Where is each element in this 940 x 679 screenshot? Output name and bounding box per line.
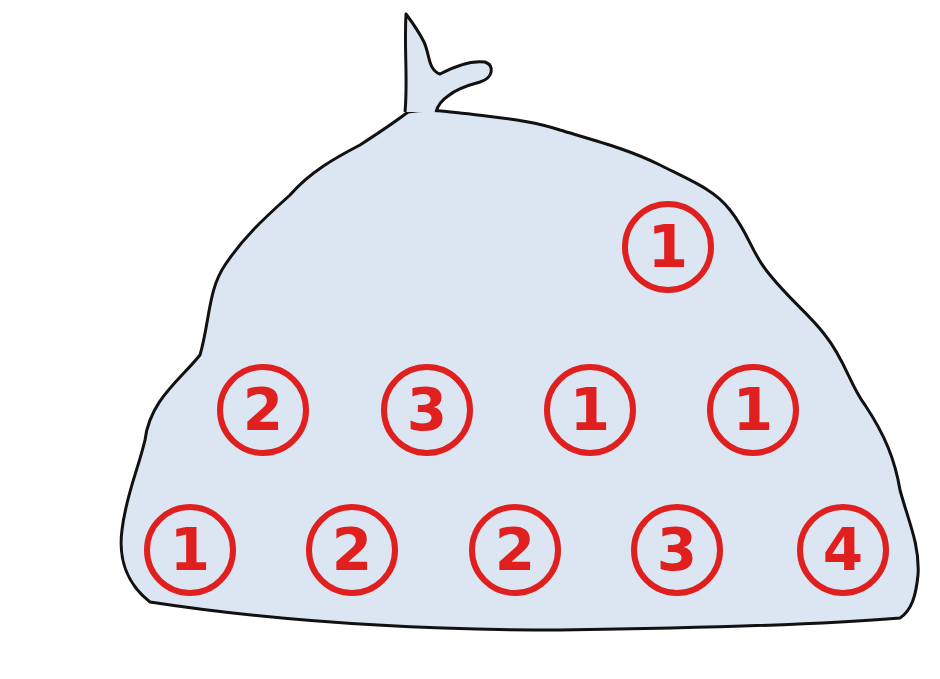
callout-text: 2: [243, 381, 283, 439]
callout-number: 2: [217, 364, 309, 456]
callout-text: 4: [823, 521, 863, 579]
callout-number: 4: [797, 504, 889, 596]
callout-number: 3: [631, 504, 723, 596]
bag-knot: [405, 14, 491, 112]
callout-text: 1: [733, 381, 773, 439]
callout-text: 3: [657, 521, 697, 579]
callout-text: 2: [332, 521, 372, 579]
callout-text: 2: [495, 521, 535, 579]
bag-outline: [121, 110, 918, 630]
callout-number: 1: [622, 201, 714, 293]
callout-number: 1: [544, 364, 636, 456]
callout-text: 1: [648, 218, 688, 276]
callout-text: 3: [407, 381, 447, 439]
callout-number: 1: [707, 364, 799, 456]
callout-number: 2: [306, 504, 398, 596]
callout-number: 3: [381, 364, 473, 456]
callout-number: 1: [144, 504, 236, 596]
callout-text: 1: [570, 381, 610, 439]
callout-text: 1: [170, 521, 210, 579]
callout-number: 2: [469, 504, 561, 596]
